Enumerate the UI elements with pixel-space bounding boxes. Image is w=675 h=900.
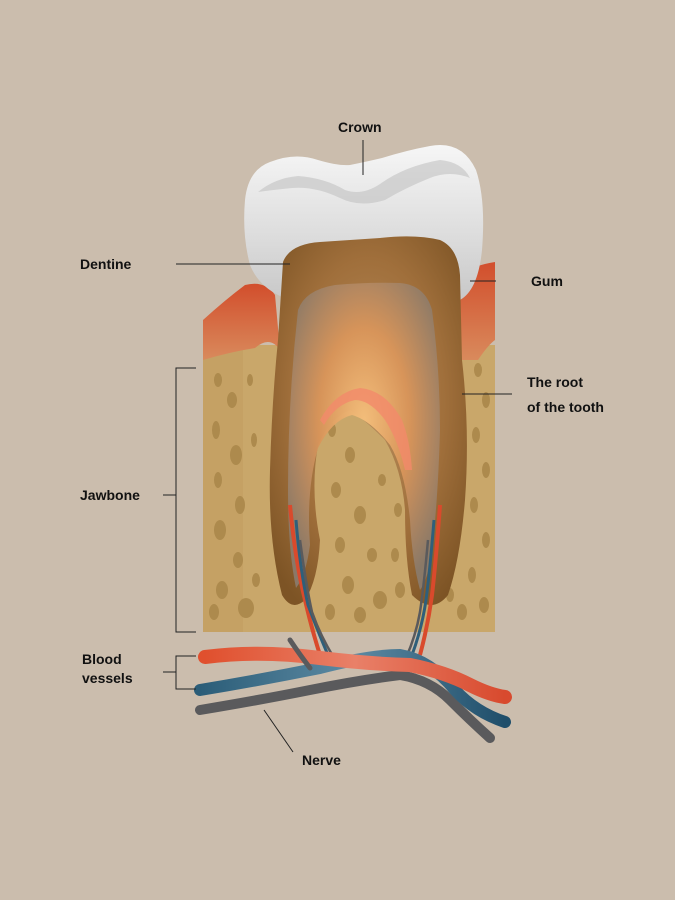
leader-lines xyxy=(163,140,512,753)
jawbone-pores xyxy=(209,363,490,623)
label-crown: Crown xyxy=(338,119,382,135)
nerve-strand xyxy=(195,669,495,743)
label-root-line1: The root xyxy=(527,374,583,390)
label-gum: Gum xyxy=(531,273,563,289)
label-root-line2: of the tooth xyxy=(527,399,604,415)
jawbone-bracket xyxy=(175,367,196,633)
label-jawbone: Jawbone xyxy=(80,487,140,503)
vessel-bundle xyxy=(194,637,512,743)
label-blood-line1: Blood xyxy=(82,651,122,667)
root-canal-vessels xyxy=(288,504,442,659)
vein-strand xyxy=(194,648,511,728)
label-nerve: Nerve xyxy=(302,752,341,768)
gum-left xyxy=(203,283,280,360)
pulp-glow xyxy=(320,388,412,470)
nerve-leader xyxy=(263,709,294,753)
blood-vessels-bracket xyxy=(175,655,196,690)
artery-strand xyxy=(198,646,512,704)
label-blood-line2: vessels xyxy=(82,670,133,686)
pulp-chamber xyxy=(288,282,440,590)
label-dentine: Dentine xyxy=(80,256,132,272)
crown-top-ridge xyxy=(258,160,470,204)
